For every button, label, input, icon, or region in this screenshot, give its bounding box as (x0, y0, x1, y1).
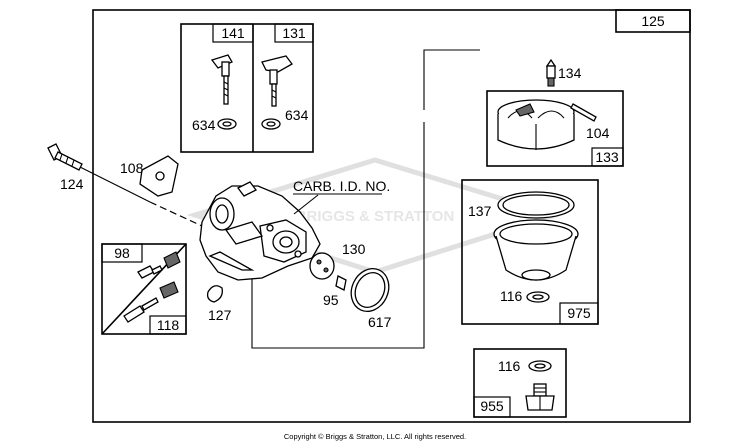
kit-98-118-box (101, 243, 187, 335)
kit-131-tag (274, 23, 314, 43)
watermark-text: BRIGGS & STRATTON (296, 208, 455, 225)
kit-125-tag (615, 9, 691, 33)
callout-108: 108 (120, 160, 144, 176)
washer-116a (526, 291, 550, 303)
plate-130 (309, 252, 335, 280)
callout-617: 617 (368, 314, 392, 330)
washer-116b (528, 360, 552, 372)
kit-955-tag (473, 396, 511, 418)
bracket-float-bottom (251, 122, 425, 349)
callout-116a: 116 (500, 288, 523, 304)
idle-screw-98 (137, 251, 181, 279)
carb-id-label: CARB. I.D. NO. (293, 178, 390, 194)
callout-131: 131 (282, 25, 306, 41)
callout-133: 133 (595, 149, 619, 165)
leader-carb-id (293, 194, 319, 215)
kit-141-tag (212, 23, 254, 43)
kit-118-tag (149, 315, 187, 335)
kit-133-box (486, 90, 624, 167)
callout-127: 127 (208, 307, 232, 323)
callout-104: 104 (586, 125, 610, 141)
callout-137: 137 (468, 203, 492, 219)
inlet-needle-134 (545, 58, 557, 87)
o-ring-617 (350, 268, 390, 312)
bowl-nut (525, 383, 555, 411)
screw-95 (335, 275, 347, 291)
ring-127 (206, 285, 223, 303)
kit-975-tag (559, 302, 599, 325)
callout-955: 955 (480, 398, 504, 414)
callout-118: 118 (157, 317, 180, 333)
o-ring-634b (261, 118, 281, 130)
callout-634a: 634 (192, 117, 216, 133)
callout-975: 975 (567, 305, 591, 321)
kit-133-tag (591, 147, 624, 167)
float-pin-104 (570, 103, 597, 122)
callout-134: 134 (558, 65, 582, 81)
callout-125: 125 (641, 13, 665, 29)
callout-130: 130 (342, 241, 366, 257)
callout-634b: 634 (285, 107, 309, 123)
needle-valve-131 (261, 55, 293, 107)
float-133 (497, 99, 575, 150)
callout-141: 141 (221, 25, 245, 41)
callout-116b: 116 (498, 358, 521, 374)
carburetor-body (199, 181, 321, 281)
kit-975-box (461, 179, 599, 325)
gasket-108 (139, 155, 179, 197)
bracket-float-top (423, 49, 480, 110)
copyright-notice: Copyright © Briggs & Stratton, LLC. All … (283, 432, 467, 441)
callout-98: 98 (114, 245, 130, 261)
kit-955-box (473, 348, 567, 418)
kit-98-tag (101, 243, 143, 263)
kit-125-frame (92, 9, 691, 423)
screw-124 (47, 143, 83, 171)
callout-124: 124 (60, 176, 84, 192)
float-bowl (493, 219, 579, 281)
bowl-gasket-137 (497, 191, 575, 219)
needle-valve-141 (210, 54, 233, 105)
o-ring-634a (217, 118, 237, 130)
callout-95: 95 (323, 292, 339, 308)
leader-124 (79, 166, 151, 203)
idle-screw-118 (123, 281, 179, 323)
